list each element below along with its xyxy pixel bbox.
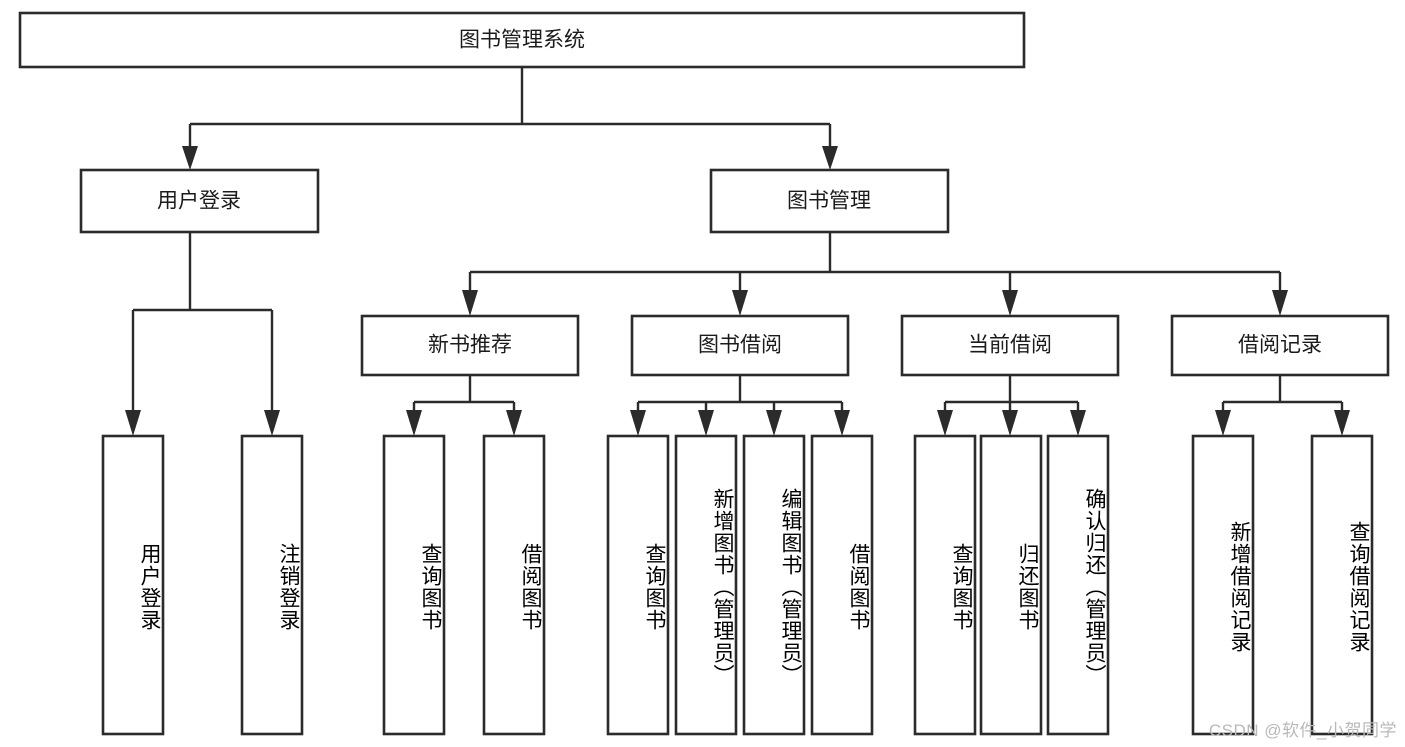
- leaf-current-borrow-2-label: 归还图书: [1016, 543, 1039, 631]
- leaf-current-borrow-3-fo: 确认归还（管理员）: [1083, 488, 1106, 686]
- leaf-book-borrow-2-fo: 新增图书（管理员）: [711, 488, 734, 686]
- leaf-user-login-2[interactable]: 注销登录: [240, 434, 304, 736]
- leaf-book-borrow-2-box[interactable]: [674, 434, 738, 736]
- leaf-current-borrow-3[interactable]: 确认归还（管理员）: [1046, 434, 1110, 736]
- node-new-book-recommend-label: 新书推荐: [428, 334, 512, 357]
- arrow-borrow-leaf-1: [630, 410, 646, 436]
- node-current-borrow-label: 当前借阅: [968, 334, 1052, 357]
- node-root-label: 图书管理系统: [459, 29, 585, 52]
- leaf-book-borrow-1-box[interactable]: [606, 434, 670, 736]
- node-root[interactable]: 图书管理系统: [18, 11, 1026, 69]
- leaf-new-book-1-box[interactable]: [382, 434, 446, 736]
- node-book-borrow-box[interactable]: [630, 314, 850, 377]
- leaf-current-borrow-1-label: 查询图书: [950, 543, 973, 631]
- leaf-user-login-1-box[interactable]: [101, 434, 165, 736]
- leaf-book-borrow-4-label: 借阅图书: [847, 543, 870, 631]
- leaf-book-borrow-3[interactable]: 编辑图书（管理员）: [742, 434, 806, 736]
- leaf-user-login-2-box[interactable]: [240, 434, 304, 736]
- arrow-book-to-record: [1272, 290, 1288, 316]
- leaf-current-borrow-3-label: 确认归还（管理员）: [1083, 488, 1106, 686]
- leaf-user-login-2-fo: 注销登录: [277, 543, 300, 631]
- leaf-new-book-1[interactable]: 查询图书: [382, 434, 446, 736]
- node-borrow-record-box[interactable]: [1170, 314, 1390, 377]
- leaf-borrow-record-2-box[interactable]: [1310, 434, 1374, 736]
- arrow-record-leaf-1: [1215, 410, 1231, 436]
- node-user-login[interactable]: 用户登录: [79, 168, 320, 234]
- leaf-current-borrow-3-box[interactable]: [1046, 434, 1110, 736]
- node-root-box[interactable]: [18, 11, 1026, 69]
- leaf-user-login-2-label: 注销登录: [277, 543, 300, 631]
- arrow-borrow-leaf-4: [834, 410, 850, 436]
- leaf-book-borrow-1[interactable]: 查询图书: [606, 434, 670, 736]
- arrow-current-leaf-2: [1002, 410, 1018, 436]
- leaf-new-book-2-box[interactable]: [482, 434, 546, 736]
- node-new-book-recommend[interactable]: 新书推荐: [360, 314, 580, 377]
- leaf-current-borrow-2-box[interactable]: [979, 434, 1043, 736]
- leaf-book-borrow-1-fo: 查询图书: [643, 543, 666, 631]
- leaf-current-borrow-1[interactable]: 查询图书: [913, 434, 977, 736]
- arrow-root-to-book: [822, 146, 838, 170]
- leaf-book-borrow-4-fo: 借阅图书: [847, 543, 870, 631]
- leaf-book-borrow-3-label: 编辑图书（管理员）: [779, 488, 802, 686]
- node-book-management[interactable]: 图书管理: [709, 168, 950, 234]
- leaf-borrow-record-1-fo: 新增借阅记录: [1228, 521, 1251, 653]
- leaf-borrow-record-2[interactable]: 查询借阅记录: [1310, 434, 1374, 736]
- leaf-borrow-record-1-label: 新增借阅记录: [1228, 521, 1251, 653]
- leaf-book-borrow-4[interactable]: 借阅图书: [810, 434, 874, 736]
- arrow-root-to-user: [182, 146, 198, 170]
- arrow-borrow-leaf-3: [766, 410, 782, 436]
- arrow-new-leaf-1: [406, 410, 422, 436]
- node-book-management-label: 图书管理: [787, 190, 871, 213]
- leaf-book-borrow-3-box[interactable]: [742, 434, 806, 736]
- leaf-current-borrow-2[interactable]: 归还图书: [979, 434, 1043, 736]
- connector-layer: [125, 67, 1350, 436]
- arrow-book-to-borrow: [732, 290, 748, 316]
- leaf-book-borrow-2-label: 新增图书（管理员）: [711, 488, 734, 686]
- node-borrow-record[interactable]: 借阅记录: [1170, 314, 1390, 377]
- leaf-current-borrow-1-fo: 查询图书: [950, 543, 973, 631]
- leaf-new-book-1-label: 查询图书: [419, 543, 442, 631]
- leaf-book-borrow-1-label: 查询图书: [643, 543, 666, 631]
- node-book-borrow-label: 图书借阅: [698, 334, 782, 357]
- leaf-user-login-1-label: 用户登录: [138, 543, 161, 631]
- leaf-book-borrow-4-box[interactable]: [810, 434, 874, 736]
- leaf-new-book-2-label: 借阅图书: [519, 543, 542, 631]
- arrow-borrow-leaf-2: [698, 410, 714, 436]
- leaf-current-borrow-2-fo: 归还图书: [1016, 543, 1039, 631]
- leaf-book-borrow-2[interactable]: 新增图书（管理员）: [674, 434, 738, 736]
- node-current-borrow-box[interactable]: [900, 314, 1120, 377]
- leaf-current-borrow-1-box[interactable]: [913, 434, 977, 736]
- leaf-borrow-record-1-box[interactable]: [1191, 434, 1255, 736]
- leaf-new-book-1-fo: 查询图书: [419, 543, 442, 631]
- leaf-book-borrow-3-fo: 编辑图书（管理员）: [779, 488, 802, 686]
- arrow-current-leaf-3: [1070, 410, 1086, 436]
- node-current-borrow[interactable]: 当前借阅: [900, 314, 1120, 377]
- leaf-user-login-1[interactable]: 用户登录: [101, 434, 165, 736]
- arrow-user-leaf-1: [125, 410, 141, 436]
- node-book-borrow[interactable]: 图书借阅: [630, 314, 850, 377]
- leaf-borrow-record-2-fo: 查询借阅记录: [1347, 521, 1370, 653]
- node-borrow-record-label: 借阅记录: [1238, 334, 1322, 357]
- arrow-current-leaf-1: [937, 410, 953, 436]
- arrow-user-leaf-2: [264, 410, 280, 436]
- node-book-management-box[interactable]: [709, 168, 950, 234]
- leaf-new-book-2[interactable]: 借阅图书: [482, 434, 546, 736]
- arrow-book-to-current: [1002, 290, 1018, 316]
- arrow-book-to-new: [462, 290, 478, 316]
- leaf-user-login-1-fo: 用户登录: [138, 543, 161, 631]
- leaf-borrow-record-1[interactable]: 新增借阅记录: [1191, 434, 1255, 736]
- arrow-new-leaf-2: [506, 410, 522, 436]
- node-user-login-label: 用户登录: [157, 190, 241, 213]
- leaf-new-book-2-fo: 借阅图书: [519, 543, 542, 631]
- leaf-borrow-record-2-label: 查询借阅记录: [1347, 521, 1370, 653]
- node-user-login-box[interactable]: [79, 168, 320, 234]
- node-new-book-recommend-box[interactable]: [360, 314, 580, 377]
- arrow-record-leaf-2: [1334, 410, 1350, 436]
